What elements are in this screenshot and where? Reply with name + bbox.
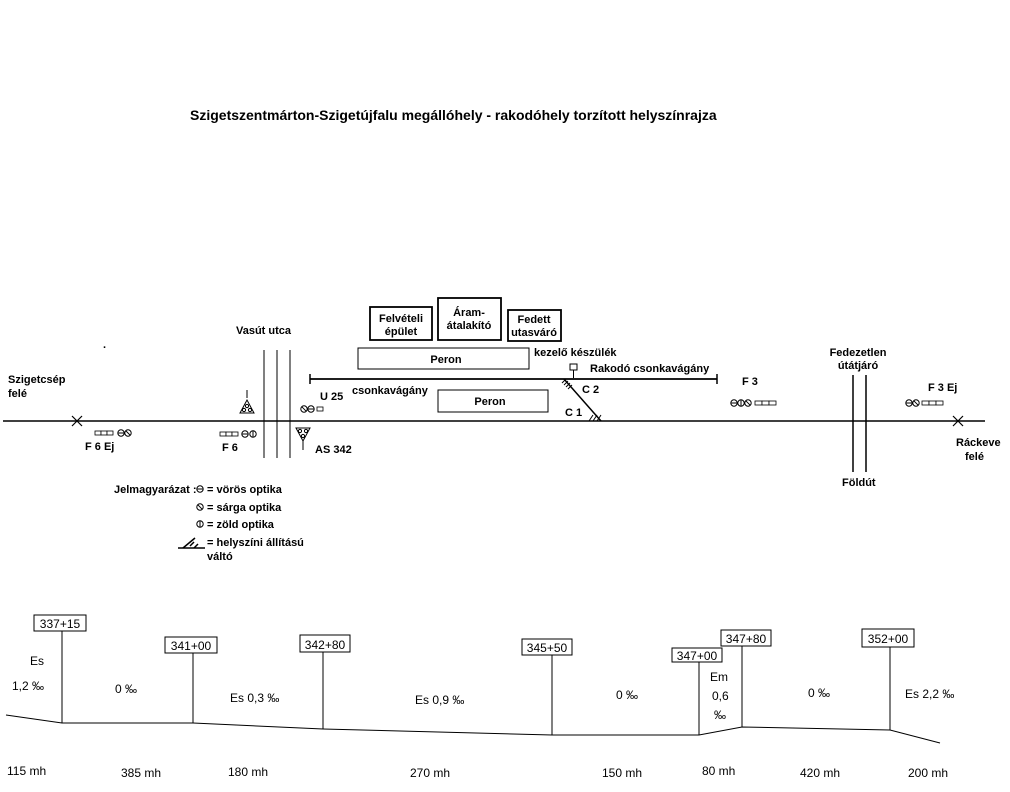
segment-length: 200 mh bbox=[908, 766, 948, 780]
red-optic-icon bbox=[196, 485, 204, 493]
km-post-box bbox=[521, 638, 573, 656]
segment-length: 180 mh bbox=[228, 765, 268, 779]
platform-upper bbox=[357, 347, 530, 370]
segment-length: 150 mh bbox=[602, 766, 642, 780]
switch-c1-icon bbox=[588, 414, 602, 422]
crossing-label-line1: Fedezetlen bbox=[830, 347, 887, 359]
transformer-building-line1: Áram- bbox=[453, 306, 485, 319]
km-post-box bbox=[671, 647, 723, 663]
grade-label: Es bbox=[30, 654, 44, 668]
profile-line bbox=[5, 714, 941, 744]
km-post-label: 341+00 bbox=[171, 639, 212, 653]
shelter-building-line2: utasváró bbox=[511, 327, 557, 339]
dirt-road-label: Földút bbox=[842, 477, 876, 489]
signal-f6ej-label: F 6 Ej bbox=[85, 441, 114, 453]
triangle-signal-upper bbox=[239, 390, 255, 414]
loading-siding-label: Rakodó csonkavágány bbox=[590, 363, 710, 375]
local-switch-icon bbox=[178, 537, 205, 549]
signal-f3-label: F 3 bbox=[742, 376, 758, 388]
transformer-building bbox=[437, 297, 502, 341]
operator-device-label: kezelő készülék bbox=[534, 347, 617, 359]
reception-building bbox=[369, 306, 433, 341]
km-post-label: 342+80 bbox=[305, 638, 346, 652]
legend-green-label: = zöld optika bbox=[207, 519, 275, 531]
signal-f3ej-label: F 3 Ej bbox=[928, 382, 957, 394]
crossing-label-line2: útátjáró bbox=[838, 360, 879, 372]
switch-diverging-line bbox=[563, 378, 602, 422]
platform-lower bbox=[437, 389, 549, 413]
small-dot: . bbox=[103, 339, 106, 351]
signal-as342-label: AS 342 bbox=[315, 444, 352, 456]
signal-as342 bbox=[295, 427, 311, 450]
platform-upper-label: Peron bbox=[430, 354, 461, 366]
operator-device-icon bbox=[569, 363, 578, 378]
grade-label: Es 0,3 ‰ bbox=[230, 691, 279, 705]
km-post-label: 347+00 bbox=[677, 649, 718, 663]
legend-red-label: = vörös optika bbox=[207, 484, 283, 496]
segment-length: 115 mh bbox=[7, 764, 46, 778]
km-post-label: 347+80 bbox=[726, 632, 767, 646]
signal-f3ej bbox=[905, 399, 944, 407]
signal-f6ej bbox=[94, 429, 132, 437]
km-post-box bbox=[164, 636, 218, 654]
legend-switch-label-line2: váltó bbox=[207, 551, 233, 563]
street-lines bbox=[263, 350, 291, 458]
km-post-label: 345+50 bbox=[527, 641, 568, 655]
switch-c2-label: C 2 bbox=[582, 384, 599, 396]
green-optic-icon bbox=[196, 520, 204, 528]
signal-f6-label: F 6 bbox=[222, 442, 238, 454]
grade-label: Es 0,9 ‰ bbox=[415, 693, 464, 707]
km-post-label: 352+00 bbox=[868, 632, 909, 646]
switch-c1-label: C 1 bbox=[565, 407, 582, 419]
grade-label: 0 ‰ bbox=[115, 682, 137, 696]
siding-label: csonkavágány bbox=[352, 385, 429, 397]
km-post-box bbox=[33, 614, 87, 632]
grade-label: Em bbox=[710, 670, 728, 684]
shelter-building-line1: Fedett bbox=[518, 314, 551, 326]
signal-f6 bbox=[219, 430, 257, 438]
legend-header: Jelmagyarázat : bbox=[114, 484, 197, 496]
direction-left-line1: Szigetcsép bbox=[8, 374, 66, 386]
reception-building-line1: Felvételi bbox=[379, 313, 423, 325]
km-post-label: 337+15 bbox=[40, 617, 81, 631]
grade-label: 0 ‰ bbox=[616, 688, 638, 702]
track-end-marker-right bbox=[952, 415, 964, 427]
grade-label: 0,6 bbox=[712, 689, 729, 703]
signal-u25-label: U 25 bbox=[320, 391, 343, 403]
grade-label: 0 ‰ bbox=[808, 686, 830, 700]
km-post-box bbox=[720, 629, 772, 647]
yellow-optic-icon bbox=[196, 503, 204, 511]
segment-length: 80 mh bbox=[702, 764, 735, 778]
km-post-box bbox=[299, 634, 351, 653]
direction-left-line2: felé bbox=[8, 388, 27, 400]
page-title: Szigetszentmárton-Szigetújfalu megállóhe… bbox=[190, 107, 717, 123]
segment-length: 270 mh bbox=[410, 766, 450, 780]
profile-posts bbox=[61, 631, 891, 735]
legend-switch-label-line1: = helyszíni állítású bbox=[207, 537, 304, 549]
direction-right-line1: Ráckeve bbox=[956, 437, 1001, 449]
legend-yellow-label: = sárga optika bbox=[207, 502, 282, 514]
grade-label: 1,2 ‰ bbox=[12, 679, 44, 693]
track-end-marker-left bbox=[71, 415, 83, 427]
segment-length: 385 mh bbox=[121, 766, 161, 780]
crossing-lines bbox=[852, 375, 867, 472]
grade-label: Es 2,2 ‰ bbox=[905, 687, 954, 701]
km-post-box bbox=[861, 628, 915, 648]
grade-label: ‰ bbox=[714, 708, 726, 722]
segment-length: 420 mh bbox=[800, 766, 840, 780]
signal-f3 bbox=[730, 399, 777, 407]
signal-u25 bbox=[300, 405, 324, 413]
shelter-building bbox=[507, 309, 562, 342]
platform-lower-label: Peron bbox=[474, 396, 505, 408]
direction-right-line2: felé bbox=[965, 451, 984, 463]
reception-building-line2: épület bbox=[385, 326, 418, 338]
street-label: Vasút utca bbox=[236, 325, 292, 337]
switch-c2-icon bbox=[561, 378, 573, 390]
transformer-building-line2: átalakító bbox=[447, 320, 492, 332]
